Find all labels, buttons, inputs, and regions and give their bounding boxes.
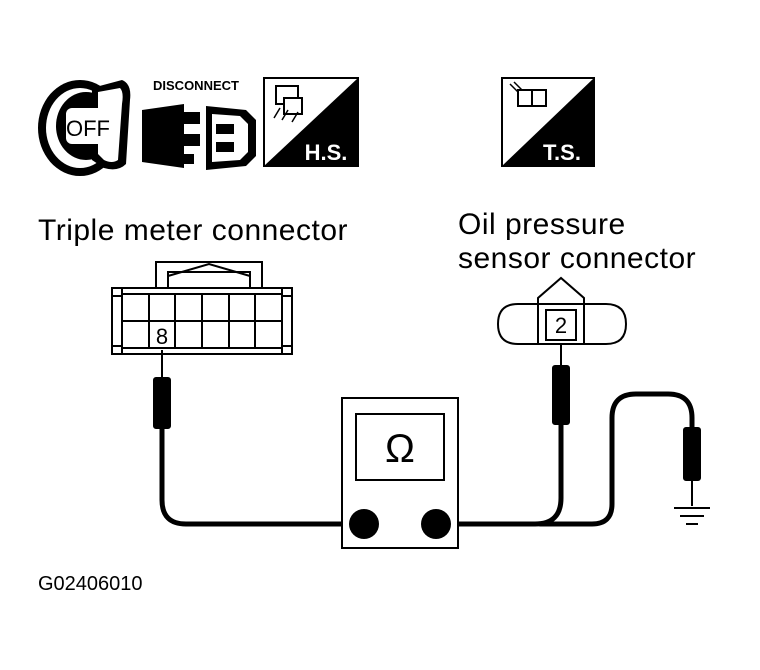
ohmmeter-terminal-right — [421, 509, 451, 539]
ignition-off-icon: OFF — [38, 80, 131, 176]
hs-badge-icon: H.S. — [263, 77, 359, 167]
lead-pin8-to-meter — [159, 425, 365, 527]
test-leads — [159, 391, 695, 527]
probe-ground — [683, 427, 701, 481]
ohmmeter: Ω — [341, 397, 459, 549]
probe-tips — [161, 344, 693, 506]
ground-icon — [674, 507, 710, 525]
disconnect-label: DISCONNECT — [153, 78, 239, 93]
oil-sensor-pin-label: 2 — [555, 313, 567, 338]
probe-bodies — [153, 365, 701, 481]
ohmmeter-display — [355, 413, 445, 481]
triple-meter-pin-label: 8 — [156, 324, 168, 349]
triple-meter-connector-label: Triple meter connector — [38, 214, 348, 247]
figure-code: G02406010 — [38, 573, 143, 595]
ts-label: T.S. — [543, 140, 581, 165]
ohm-symbol: Ω — [385, 427, 415, 471]
lead-pin2-to-meter — [437, 421, 564, 527]
ohmmeter-terminal-left — [349, 509, 379, 539]
triple-meter-connector — [111, 261, 293, 355]
probe-pin2 — [552, 365, 570, 425]
oil-pressure-sensor-connector — [496, 276, 628, 345]
disconnect-icon: DISCONNECT — [142, 78, 256, 170]
probe-pin8 — [153, 377, 171, 429]
ts-badge-icon: T.S. — [501, 77, 595, 167]
oil-pressure-label-line1: Oil pressure — [458, 208, 626, 241]
lead-ground — [537, 391, 695, 527]
ignition-off-label: OFF — [66, 116, 110, 141]
hs-label: H.S. — [305, 140, 348, 165]
oil-pressure-label-line2: sensor connector — [458, 242, 696, 275]
